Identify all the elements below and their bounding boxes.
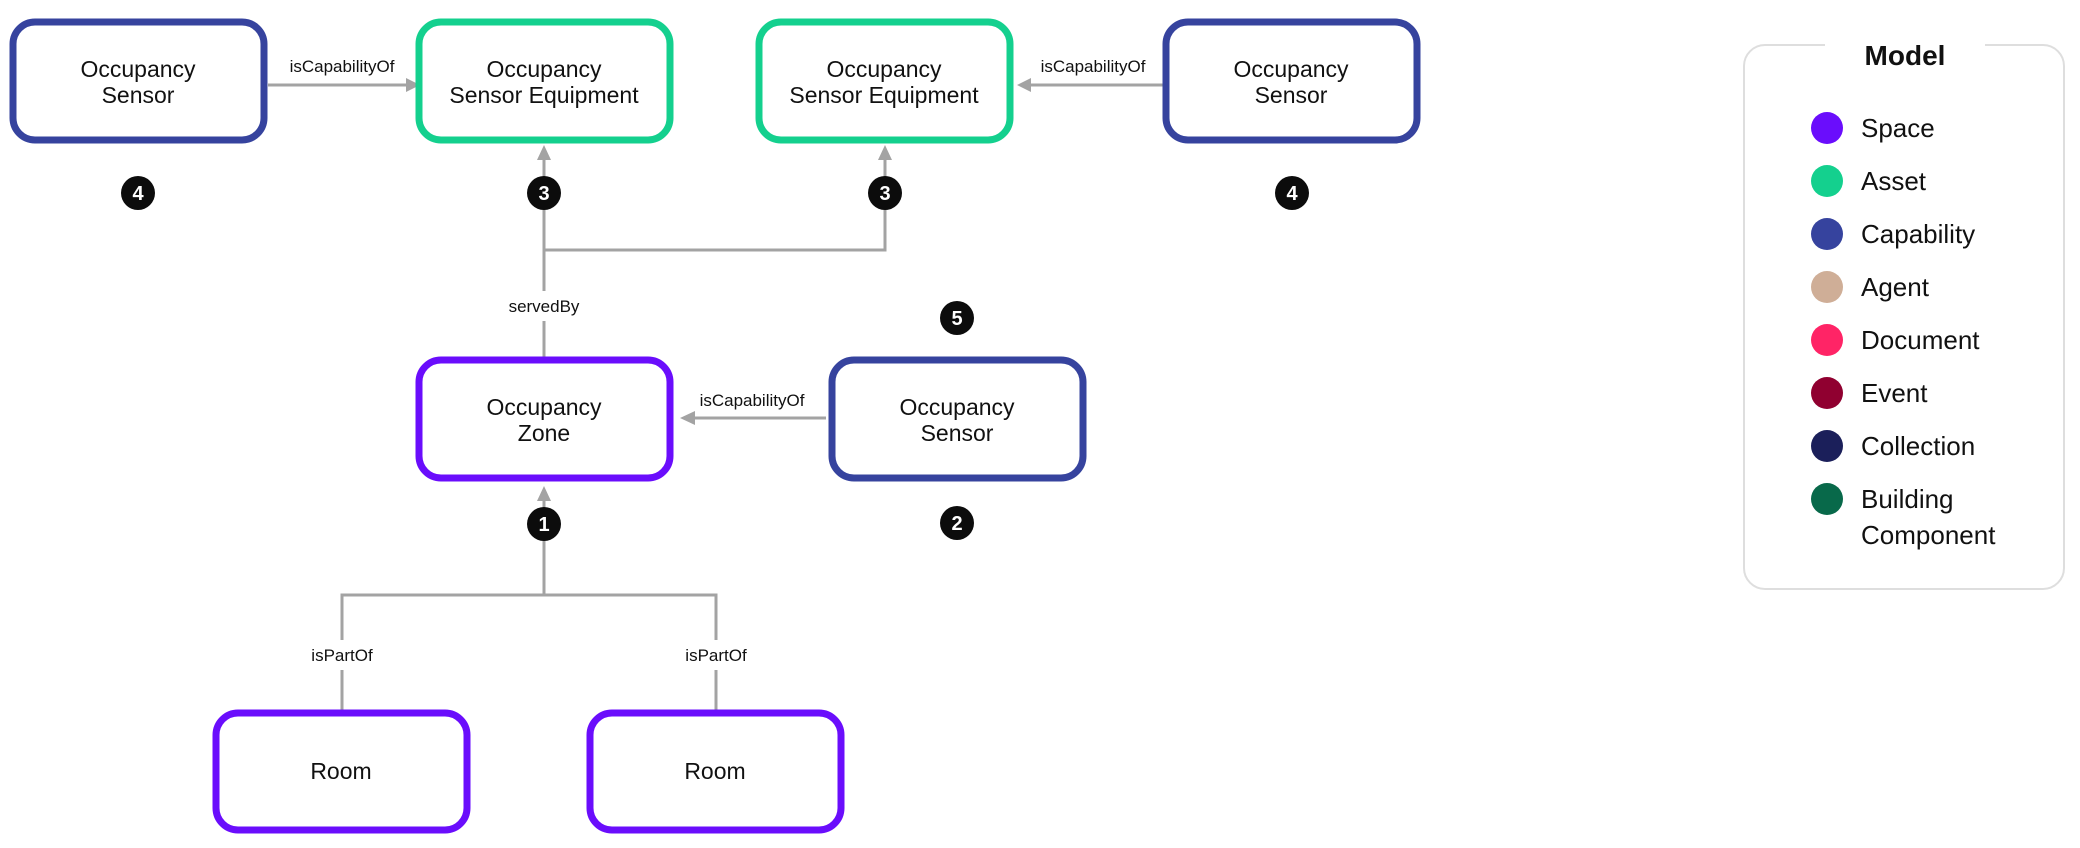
badge-circle <box>940 506 974 540</box>
node-room[interactable]: Room <box>212 709 471 834</box>
legend-label: Space <box>1861 113 1935 143</box>
number-badge: 3 <box>527 176 561 210</box>
node-occupancy-zone[interactable]: Occupancy Zone <box>415 356 674 482</box>
arrowhead-zone-capability <box>680 411 695 425</box>
node-layer: Occupancy Sensor Occupancy Sensor Equipm… <box>9 18 1421 834</box>
arrowhead-zone-part-of <box>537 486 551 501</box>
number-badge: 4 <box>1275 176 1309 210</box>
legend-label: Agent <box>1861 272 1929 302</box>
legend-swatch <box>1811 483 1843 515</box>
edge-label: servedBy <box>509 297 580 316</box>
badge-circle <box>868 176 902 210</box>
node-label-line: Room <box>310 758 371 784</box>
node-label-line: Occupancy <box>486 56 602 82</box>
number-badge: 5 <box>940 301 974 335</box>
number-badge: 4 <box>121 176 155 210</box>
legend-label: Event <box>1861 378 1928 408</box>
badge-number: 4 <box>1286 183 1298 205</box>
legend-swatch <box>1811 112 1843 144</box>
edge-label: isCapabilityOf <box>700 391 805 410</box>
edge-zone-to-equipment-right <box>544 160 887 252</box>
edge-label: isPartOf <box>685 646 747 665</box>
edge-label-background <box>498 291 590 321</box>
badge-layer: 4 3 3 4 5 2 1 <box>121 176 1309 541</box>
node-occupancy-sensor-equipment[interactable]: Occupancy Sensor Equipment <box>415 18 674 144</box>
badge-number: 5 <box>951 308 962 330</box>
node-label-line: Sensor <box>1255 82 1328 108</box>
arrowhead-served-by-left <box>537 145 551 160</box>
badge-circle <box>940 301 974 335</box>
legend-label: Document <box>1861 325 1980 355</box>
legend-swatch <box>1811 218 1843 250</box>
legend-title: Model <box>1825 34 1985 78</box>
legend-swatch <box>1811 324 1843 356</box>
legend-swatch <box>1811 377 1843 409</box>
number-badge: 1 <box>527 507 561 541</box>
badge-number: 3 <box>879 183 890 205</box>
badge-number: 3 <box>538 183 549 205</box>
node-label-line: Sensor Equipment <box>449 82 639 108</box>
edge-label: isPartOf <box>311 646 373 665</box>
edge-label-background <box>674 640 758 670</box>
badge-number: 4 <box>132 183 144 205</box>
edge-rooms-to-zone <box>340 501 718 710</box>
node-label-line: Sensor <box>102 82 175 108</box>
node-box <box>415 356 674 482</box>
node-occupancy-sensor-equipment[interactable]: Occupancy Sensor Equipment <box>755 18 1014 144</box>
node-box <box>415 18 674 144</box>
badge-circle <box>527 176 561 210</box>
edge-label-background <box>300 640 384 670</box>
legend-label: Capability <box>1861 219 1976 249</box>
legend-label: Asset <box>1861 166 1927 196</box>
legend-label: Collection <box>1861 431 1976 461</box>
node-box <box>9 18 268 144</box>
legend-swatch <box>1811 430 1843 462</box>
node-label-line: Occupancy <box>826 56 942 82</box>
arrowhead-equipment-right <box>1017 78 1031 92</box>
legend-swatch <box>1811 271 1843 303</box>
node-label-line: Zone <box>518 420 570 446</box>
node-box <box>828 356 1087 482</box>
badge-number: 1 <box>538 514 549 536</box>
node-box <box>586 709 845 834</box>
node-label-line: Room <box>684 758 745 784</box>
model-legend: Model Space Asset Capability Agent Docum… <box>1743 34 2065 590</box>
number-badge: 2 <box>940 506 974 540</box>
node-box <box>755 18 1014 144</box>
number-badge: 3 <box>868 176 902 210</box>
node-label-line: Sensor <box>921 420 994 446</box>
edge-label: isCapabilityOf <box>1041 57 1146 76</box>
node-occupancy-sensor[interactable]: Occupancy Sensor <box>828 356 1087 482</box>
node-label-line: Occupancy <box>486 394 602 420</box>
arrowhead-equipment-left <box>406 78 420 92</box>
node-occupancy-sensor[interactable]: Occupancy Sensor <box>1162 18 1421 144</box>
edge-label: isCapabilityOf <box>290 57 395 76</box>
legend-label: Building Component <box>1861 484 1996 550</box>
legend-swatch <box>1811 165 1843 197</box>
node-label-line: Occupancy <box>80 56 196 82</box>
node-box <box>212 709 471 834</box>
badge-circle <box>1275 176 1309 210</box>
edge-label-layer: isCapabilityOf isCapabilityOf servedBy i… <box>290 57 1146 670</box>
node-label-line: Occupancy <box>899 394 1015 420</box>
badge-number: 2 <box>951 513 962 535</box>
node-label-line: Occupancy <box>1233 56 1349 82</box>
arrowhead-served-by-right <box>878 145 892 160</box>
node-box <box>1162 18 1421 144</box>
node-room[interactable]: Room <box>586 709 845 834</box>
badge-circle <box>121 176 155 210</box>
node-occupancy-sensor[interactable]: Occupancy Sensor <box>9 18 268 144</box>
node-label-line: Sensor Equipment <box>789 82 979 108</box>
badge-circle <box>527 507 561 541</box>
